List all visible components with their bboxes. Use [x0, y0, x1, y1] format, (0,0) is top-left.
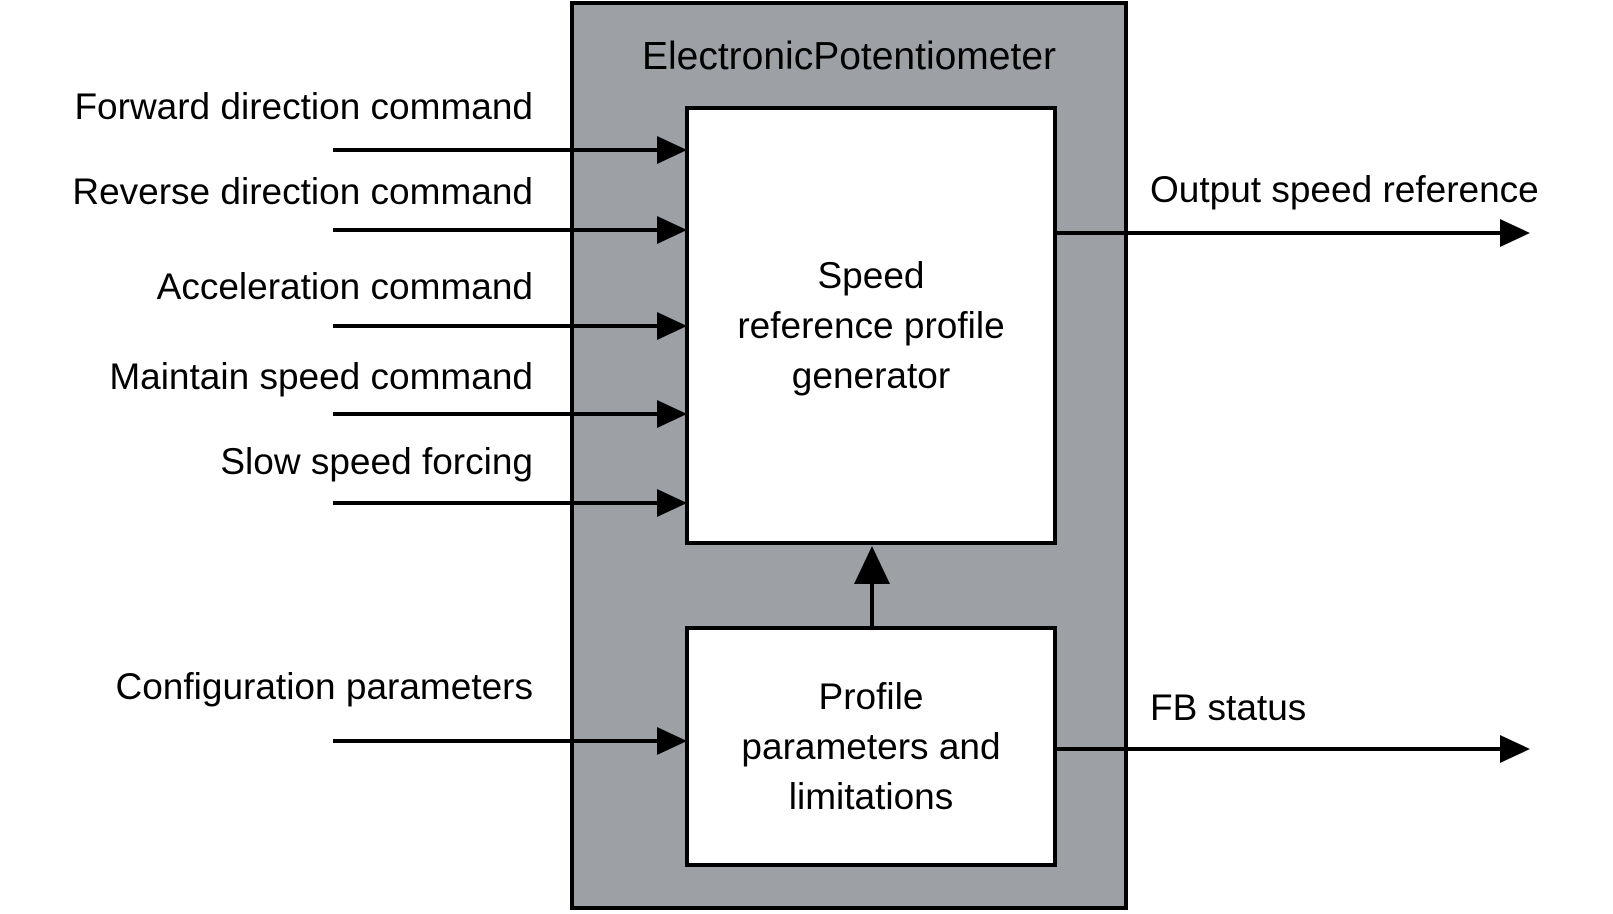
input-label-forward-direction-command: Forward direction command [74, 86, 533, 127]
arrow-line-profile-to-generator [870, 583, 874, 628]
arrow-line-fb-status [1053, 747, 1500, 751]
input-label-configuration-parameters: Configuration parameters [115, 666, 534, 707]
profile-block-label: Profile parameters and limitations [741, 675, 1001, 817]
input-label-slow-speed-forcing: Slow speed forcing [220, 441, 533, 482]
arrow-line-output-speed-reference [1053, 231, 1500, 235]
arrowhead-reverse-direction [657, 216, 687, 244]
input-label-maintain-speed-command: Maintain speed command [109, 356, 533, 397]
arrow-line-acceleration [333, 324, 657, 328]
arrowhead-fb-status [1500, 735, 1530, 763]
arrowhead-profile-to-generator [854, 546, 890, 584]
arrowhead-forward-direction [657, 136, 687, 164]
profile-parameters-limitations-block: Profile parameters and limitations [685, 626, 1057, 867]
output-label-output-speed-reference: Output speed reference [1150, 169, 1539, 210]
speed-reference-profile-generator-block: Speed reference profile generator [685, 106, 1057, 545]
arrow-line-reverse-direction [333, 228, 657, 232]
arrowhead-maintain-speed [657, 400, 687, 428]
input-label-acceleration-command: Acceleration command [156, 266, 533, 307]
arrowhead-slow-speed-forcing [657, 489, 687, 517]
arrowhead-acceleration [657, 312, 687, 340]
arrowhead-configuration-parameters [657, 727, 687, 755]
generator-block-label: Speed reference profile generator [737, 254, 1005, 396]
arrow-line-maintain-speed [333, 412, 657, 416]
arrowhead-output-speed-reference [1500, 219, 1530, 247]
function-block-title: ElectronicPotentiometer [641, 35, 1057, 78]
arrow-line-forward-direction [333, 148, 657, 152]
output-label-fb-status: FB status [1150, 687, 1307, 728]
arrow-line-slow-speed-forcing [333, 501, 657, 505]
arrow-line-configuration-parameters [333, 739, 657, 743]
input-label-reverse-direction-command: Reverse direction command [72, 171, 533, 212]
